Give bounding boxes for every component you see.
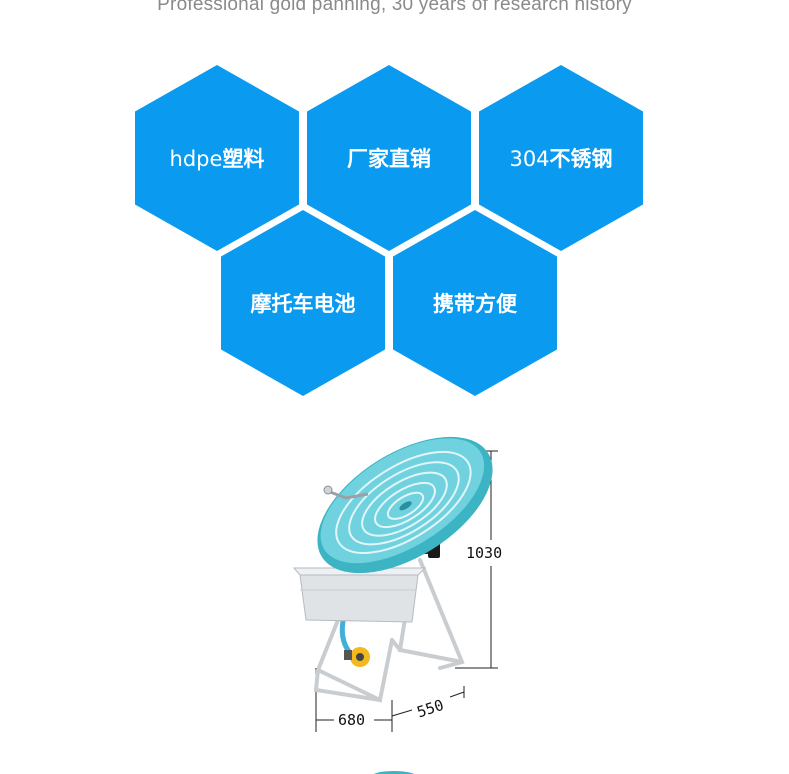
gold-pan [317,436,493,574]
width-label: 680 [338,711,365,729]
next-section-preview [373,771,415,774]
feature-label: 携带方便 [433,292,517,316]
depth-label: 550 [415,696,446,721]
feature-label: 厂家直销 [347,147,431,171]
depth-dimension [391,686,465,717]
feature-label-latin: hdpe [169,147,223,171]
feature-factory-direct: 厂家直销 [307,65,471,251]
water-tub [292,567,427,623]
tagline: Professional gold panning, 30 years of r… [157,0,632,15]
spray-nozzle [323,485,369,500]
height-label: 1030 [466,544,502,562]
feature-label: 塑料 [222,147,265,171]
water-pump [344,647,370,667]
feature-label-latin: 304 [509,147,550,171]
feature-label: 不锈钢 [549,147,613,171]
feature-label: 摩托车电池 [250,292,356,316]
